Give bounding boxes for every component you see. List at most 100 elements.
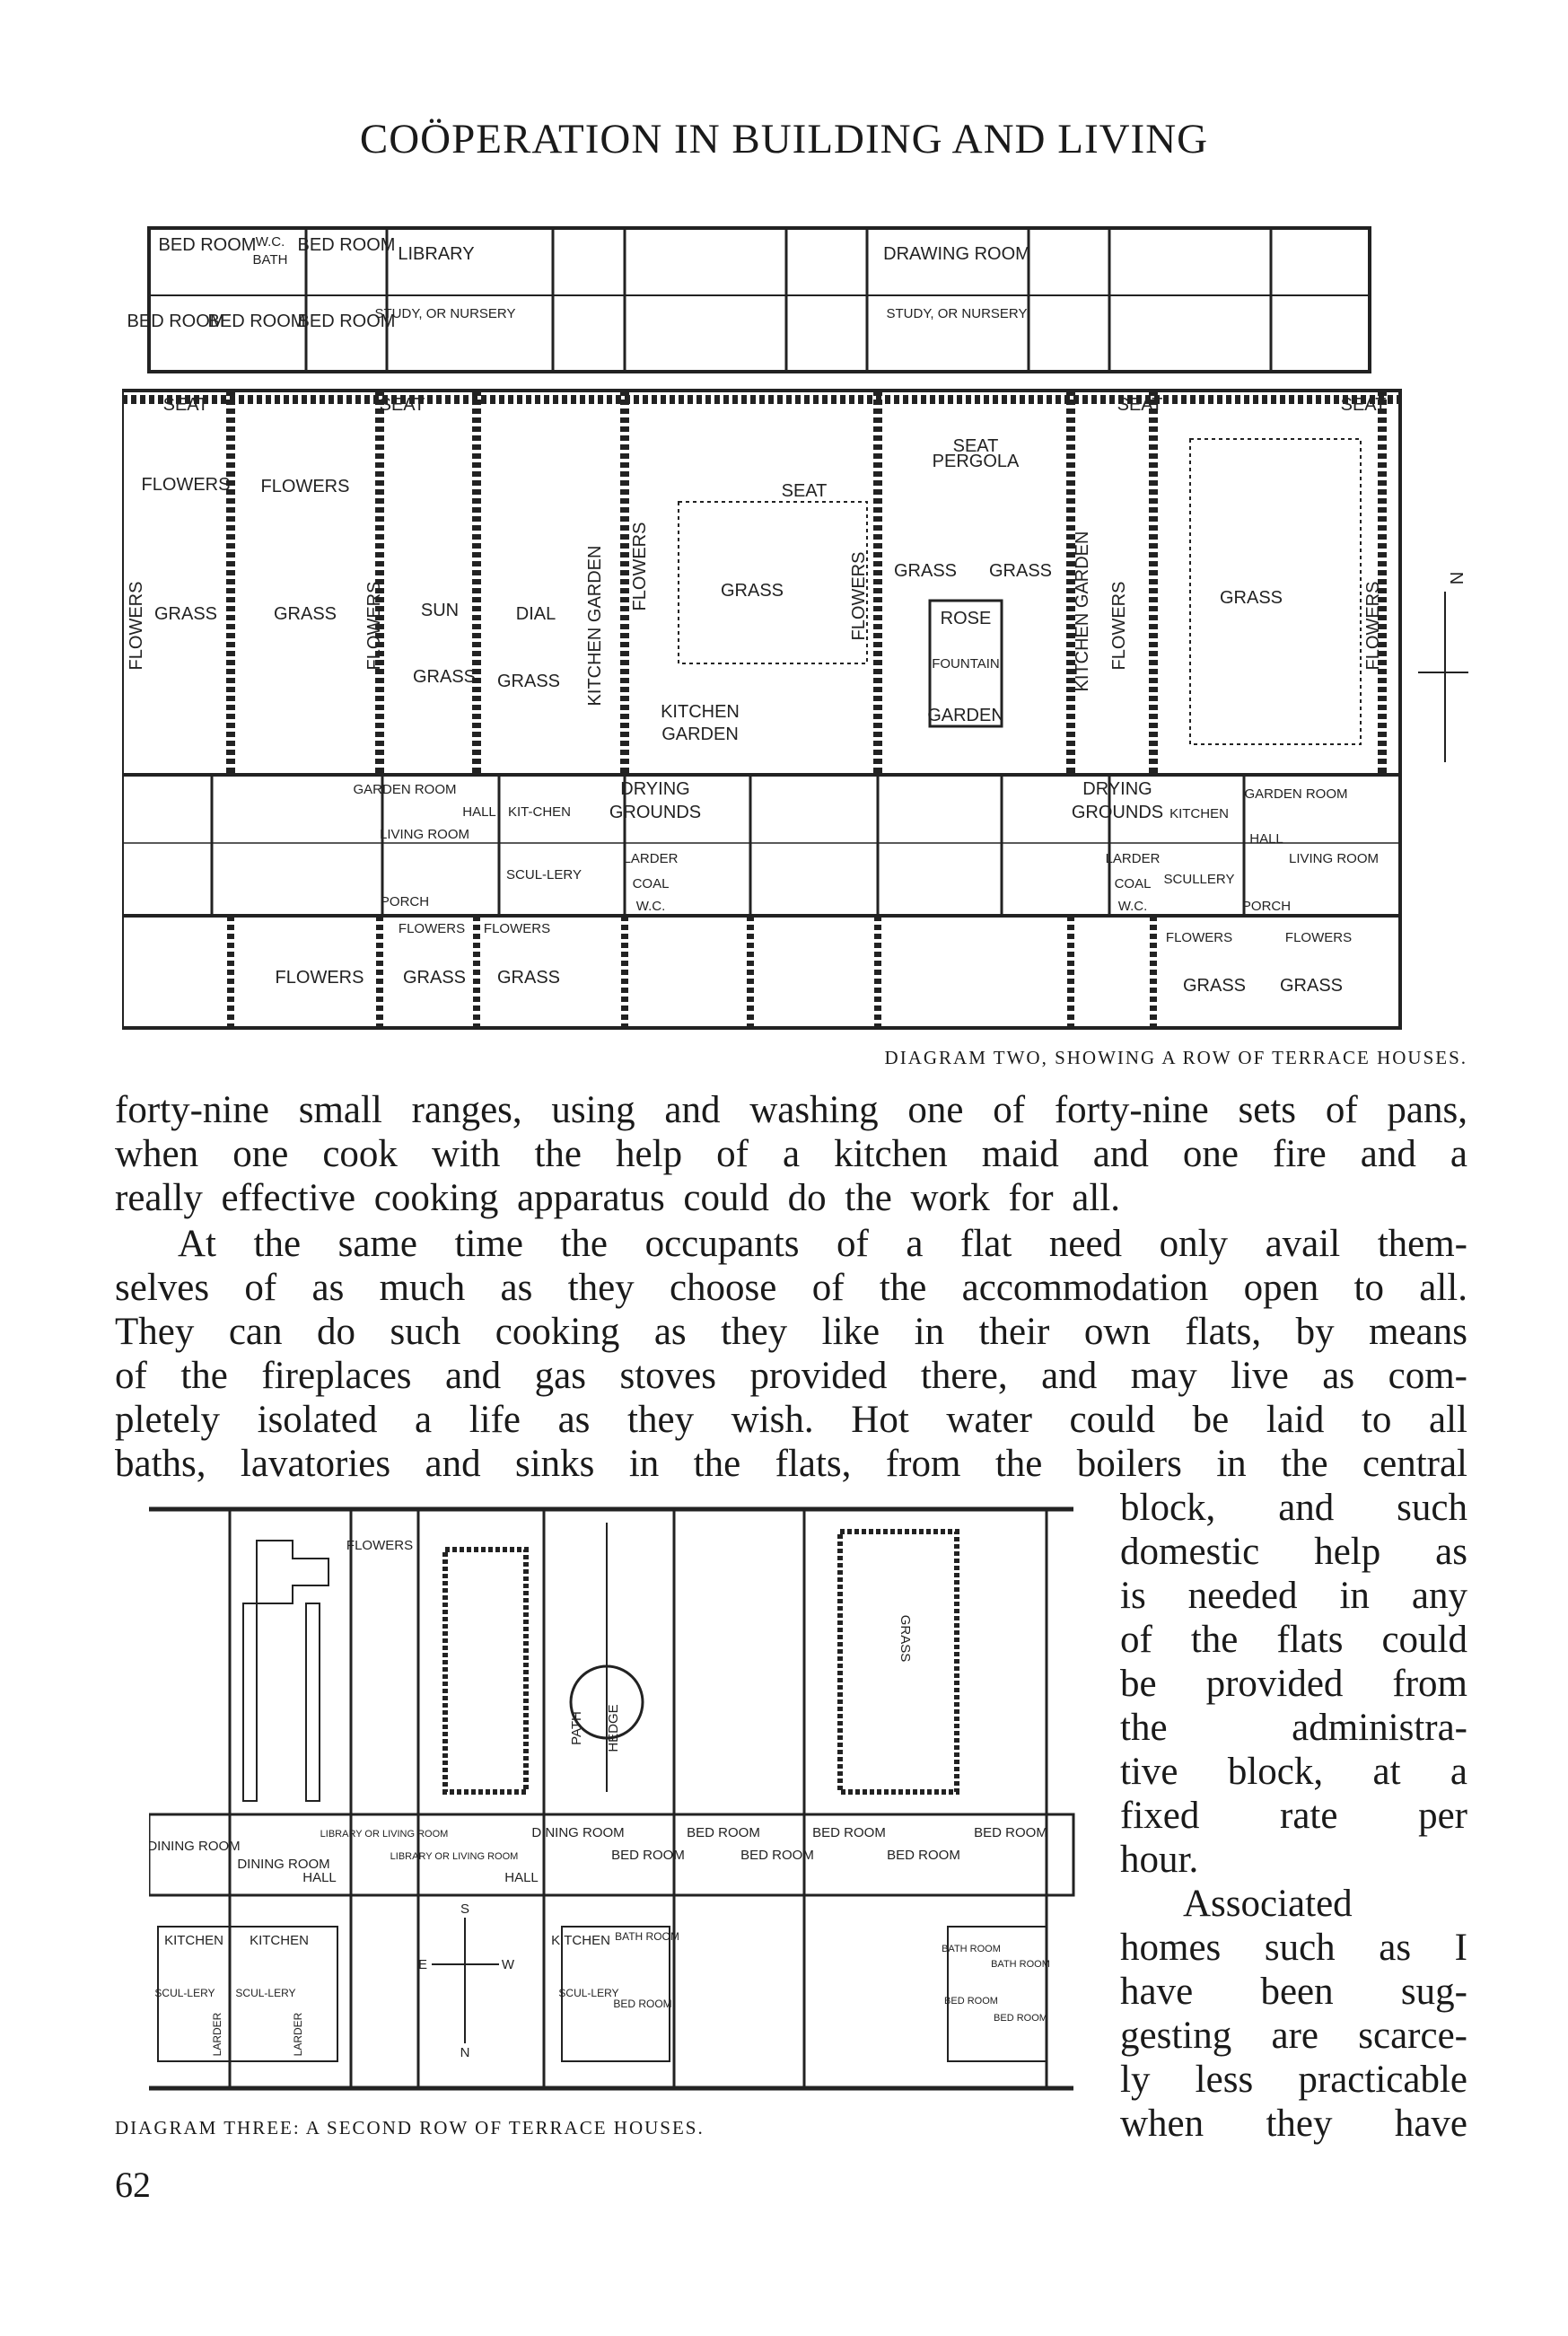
page-number: 62: [115, 2165, 151, 2205]
ground-label: GROUNDS: [1072, 803, 1163, 822]
room-label: BED ROOM: [944, 1996, 998, 2007]
room-label: PORCH: [1242, 899, 1291, 914]
seat-label: SEAT: [1117, 395, 1163, 415]
garden-label: GARDEN: [661, 725, 739, 744]
garden-label: GARDEN: [927, 706, 1004, 725]
room-label: LARDER: [292, 2012, 304, 2056]
seat-label: SEAT: [782, 481, 828, 501]
room-label: BED ROOM: [298, 235, 396, 255]
text-line: domestic help as: [1120, 1531, 1467, 1573]
room-label: BED ROOM: [974, 1825, 1047, 1840]
text-line: forty-nine small ranges, using and washi…: [115, 1089, 1467, 1131]
garden-label: GRASS: [898, 1615, 913, 1663]
seat-label: SEAT: [953, 436, 999, 456]
garden-label: FLOWERS: [399, 921, 465, 936]
text-line: really effective cooking apparatus could…: [115, 1177, 1120, 1219]
text-line: the administra-: [1120, 1707, 1467, 1749]
running-head: COÖPERATION IN BUILDING AND LIVING: [359, 116, 1209, 162]
room-label: BATH ROOM: [615, 1930, 679, 1943]
room-label: BATH ROOM: [942, 1944, 1001, 1954]
text-line: hour.: [1120, 1839, 1199, 1881]
room-label: BATH ROOM: [991, 1959, 1050, 1970]
room-label: BATH: [253, 252, 288, 268]
room-label: SCULLERY: [1164, 872, 1235, 887]
room-label: DINING ROOM: [237, 1857, 329, 1872]
garden-label: ROSE: [941, 609, 992, 628]
garden-label: GRASS: [1183, 976, 1246, 996]
seat-label: SEAT: [380, 395, 425, 415]
garden-label: GRASS: [413, 667, 476, 687]
garden-label: FLOWERS: [261, 477, 350, 496]
text-line: Associated: [1183, 1883, 1353, 1925]
room-label: HALL: [504, 1870, 539, 1885]
text-line: baths, lavatories and sinks in the flats…: [115, 1443, 1467, 1485]
room-label: KIT-CHEN: [508, 804, 571, 820]
room-label: STUDY, OR NURSERY: [375, 306, 516, 321]
room-label: LIVING ROOM: [380, 827, 469, 842]
room-label: BED ROOM: [887, 1848, 960, 1863]
compass-east-label: E: [418, 1957, 427, 1972]
room-label: COAL: [1115, 876, 1152, 891]
garden-label: GRASS: [1220, 588, 1283, 608]
diagram-two-caption: DIAGRAM TWO, SHOWING A ROW OF TERRACE HO…: [884, 1047, 1467, 1068]
garden-label: GRASS: [274, 604, 337, 624]
seat-label: SEAT: [1341, 395, 1387, 415]
garden-label: FLOWERS: [1109, 582, 1129, 671]
room-label: KITCHEN: [164, 1933, 223, 1948]
garden-label: PERGOLA: [933, 452, 1020, 471]
garden-label: FLOWERS: [127, 582, 146, 671]
room-label: DINING ROOM: [149, 1839, 241, 1854]
north-compass-label: N: [1446, 572, 1466, 584]
garden-label: KITCHEN: [661, 702, 740, 722]
room-label: PORCH: [381, 894, 429, 909]
room-label: LIVING ROOM: [1289, 851, 1379, 866]
room-label: BED ROOM: [994, 2013, 1047, 2024]
room-label: SCUL-LERY: [154, 1987, 215, 1999]
garden-label: GRASS: [154, 604, 217, 624]
garden-label: GRASS: [403, 968, 466, 988]
room-label: KITCHEN: [1169, 806, 1229, 821]
text-line: be provided from: [1120, 1663, 1467, 1705]
garden-label: KITCHEN GARDEN: [585, 546, 605, 707]
room-label: W.C.: [636, 899, 666, 914]
room-label: W.C.: [1118, 899, 1148, 914]
garden-label: DIAL: [516, 604, 556, 624]
room-label: KITCHEN: [551, 1933, 610, 1948]
room-label: HALL: [1249, 831, 1283, 847]
room-label: HALL: [462, 804, 496, 820]
room-label: BED ROOM: [687, 1825, 760, 1840]
text-line: pletely isolated a life as they wish. Ho…: [115, 1399, 1467, 1441]
garden-label: FOUNTAIN: [932, 656, 1000, 672]
ground-label: DRYING: [1082, 779, 1152, 799]
room-label: LIBRARY OR LIVING ROOM: [320, 1829, 449, 1840]
ground-label: DRYING: [620, 779, 689, 799]
garden-label: KITCHEN GARDEN: [1073, 531, 1092, 692]
text-line: homes such as I: [1120, 1927, 1467, 1969]
path-label: PATH: [569, 1711, 584, 1745]
text-line: of the flats could: [1120, 1619, 1467, 1661]
garden-label: GRASS: [497, 968, 560, 988]
room-label: BED ROOM: [611, 1848, 685, 1863]
room-label: BED ROOM: [127, 312, 225, 331]
text-line: block, and such: [1120, 1487, 1467, 1529]
garden-label: GRASS: [721, 581, 784, 601]
room-label: SCUL-LERY: [506, 867, 582, 883]
room-label: KITCHEN: [250, 1933, 309, 1948]
room-label: BED ROOM: [740, 1848, 814, 1863]
garden-label: FLOWERS: [484, 921, 550, 936]
room-label: BED ROOM: [208, 312, 306, 331]
room-label: GARDEN ROOM: [353, 782, 456, 797]
room-label: LIBRARY OR LIVING ROOM: [390, 1851, 519, 1862]
room-label: STUDY, OR NURSERY: [887, 306, 1028, 321]
diagram-two-plan: BED ROOM W.C. BATH BED ROOM LIBRARY STUD…: [122, 226, 1468, 1030]
room-label: BED ROOM: [812, 1825, 886, 1840]
text-line: when one cook with the help of a kitchen…: [115, 1133, 1467, 1175]
room-label: DINING ROOM: [531, 1825, 624, 1840]
text-line: selves of as much as they choose of the …: [115, 1267, 1467, 1309]
text-line: fixed rate per: [1120, 1795, 1467, 1837]
text-line: have been sug-: [1120, 1971, 1467, 2013]
room-label: COAL: [633, 876, 670, 891]
room-label: LARDER: [624, 851, 679, 866]
room-label: GARDEN ROOM: [1244, 786, 1347, 802]
room-label: BED ROOM: [613, 1998, 671, 2010]
